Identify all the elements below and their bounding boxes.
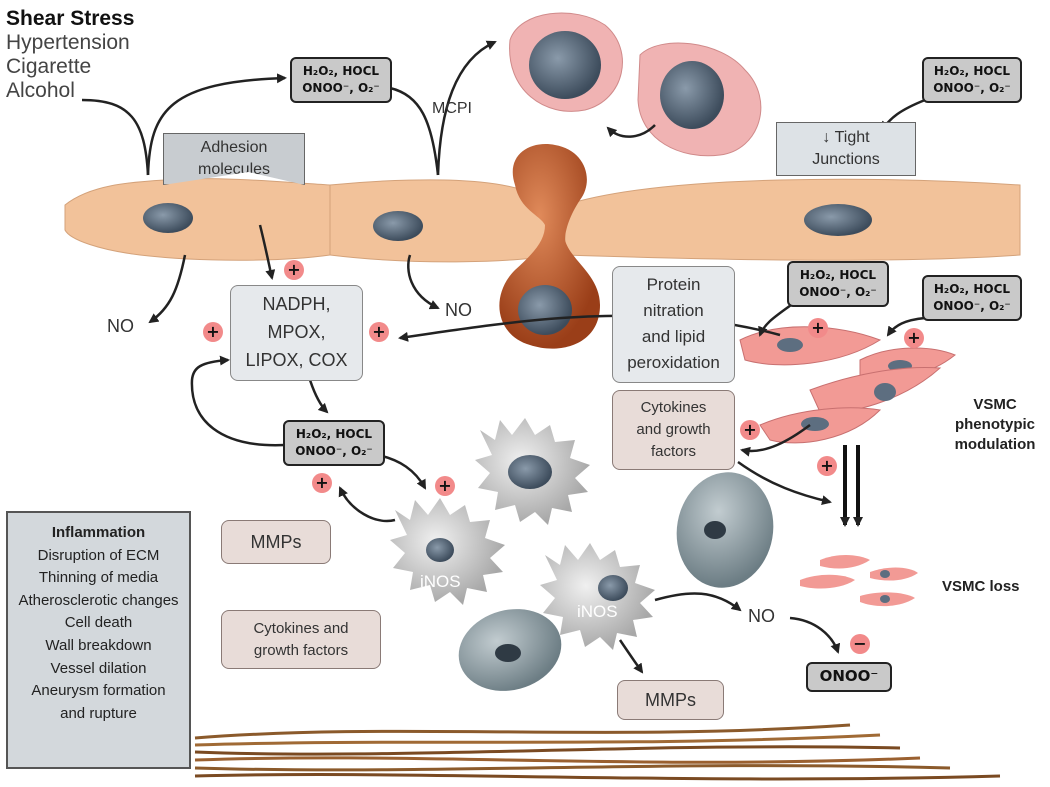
macrophage — [475, 418, 590, 525]
endothelial-cell — [64, 178, 331, 261]
arrow — [81, 98, 150, 176]
gray-cell — [676, 472, 774, 588]
no-label: NO — [748, 606, 775, 626]
inos-label: iNOS — [420, 572, 461, 591]
inflammation-item: and rupture — [60, 704, 137, 722]
vsmc-small — [870, 567, 918, 581]
inflammation-item: Vessel dilation — [50, 659, 147, 677]
vsmc-group — [739, 326, 956, 607]
ecm-fibers — [194, 723, 1001, 781]
thick-arrows — [840, 445, 863, 527]
inflammation-item: Disruption of ECM — [37, 546, 160, 564]
arrow — [190, 355, 286, 447]
inflammation-box: Inflammation Disruption of ECM Thinning … — [6, 511, 191, 769]
plus-badge: + — [203, 322, 223, 342]
onoo-box: ONOO⁻ — [806, 662, 892, 692]
risk-item: Hypertension — [6, 31, 130, 54]
arrow — [436, 40, 497, 176]
inflammation-item: Thinning of media — [38, 569, 159, 587]
arrow — [654, 592, 742, 612]
risk-factors: Shear Stress Hypertension Cigarette Alco… — [6, 7, 134, 103]
nucleus — [804, 204, 872, 236]
endothelium — [64, 178, 1021, 263]
macrophage — [540, 543, 655, 650]
arrow — [258, 224, 276, 280]
macrophage — [390, 498, 505, 605]
blood-cell — [637, 42, 762, 157]
arrow — [740, 423, 811, 457]
mmps-box: MMPs — [221, 520, 331, 564]
monocyte-transmigrating — [499, 144, 600, 349]
endothelial-cell — [564, 178, 1021, 261]
risk-item: Alcohol — [6, 79, 75, 102]
inflammation-title: Inflammation — [51, 524, 146, 541]
inflammation-item: Cell death — [64, 614, 133, 632]
arrow — [146, 73, 287, 176]
arrow — [308, 379, 329, 414]
risk-item: Cigarette — [6, 55, 92, 78]
inos-label: iNOS — [577, 602, 618, 621]
plus-badge: + — [740, 420, 760, 440]
arrow — [407, 254, 440, 310]
vsmc-loss-label: VSMC loss — [942, 578, 1020, 595]
arrow — [148, 254, 187, 324]
arrow — [789, 616, 841, 654]
nucleus — [143, 203, 193, 233]
vsmc-cell — [739, 326, 882, 366]
enzymes-box: NADPH,MPOX,LIPOX, COX — [230, 285, 363, 381]
plus-badge: + — [284, 260, 304, 280]
vsmc-small — [820, 555, 870, 569]
arrow — [737, 460, 832, 506]
inflammation-item: Atherosclerotic changes — [18, 591, 179, 609]
nucleus — [373, 211, 423, 241]
arrow — [377, 453, 427, 490]
blood-cell — [509, 12, 623, 112]
minus-badge: − — [850, 634, 870, 654]
arrow — [886, 316, 926, 337]
no-label: NO — [107, 316, 134, 336]
arrow — [618, 639, 644, 674]
inflammation-item: Wall breakdown — [45, 636, 152, 654]
no-label: NO — [445, 300, 472, 320]
plus-badge: + — [435, 476, 455, 496]
arrow — [606, 124, 656, 138]
mcpi-label: MCPI — [432, 100, 472, 117]
gray-cell — [458, 609, 562, 691]
risk-title: Shear Stress — [6, 7, 135, 30]
mmps-box: MMPs — [617, 680, 724, 720]
plus-badge: + — [904, 328, 924, 348]
arrow — [338, 486, 396, 523]
plus-badge: + — [369, 322, 389, 342]
vsmc-small — [800, 574, 855, 589]
plus-badge: + — [808, 318, 828, 338]
arrow — [389, 86, 440, 176]
plus-badge: + — [817, 456, 837, 476]
plus-badge: + — [312, 473, 332, 493]
inflammation-item: Aneurysm formation — [31, 682, 166, 700]
